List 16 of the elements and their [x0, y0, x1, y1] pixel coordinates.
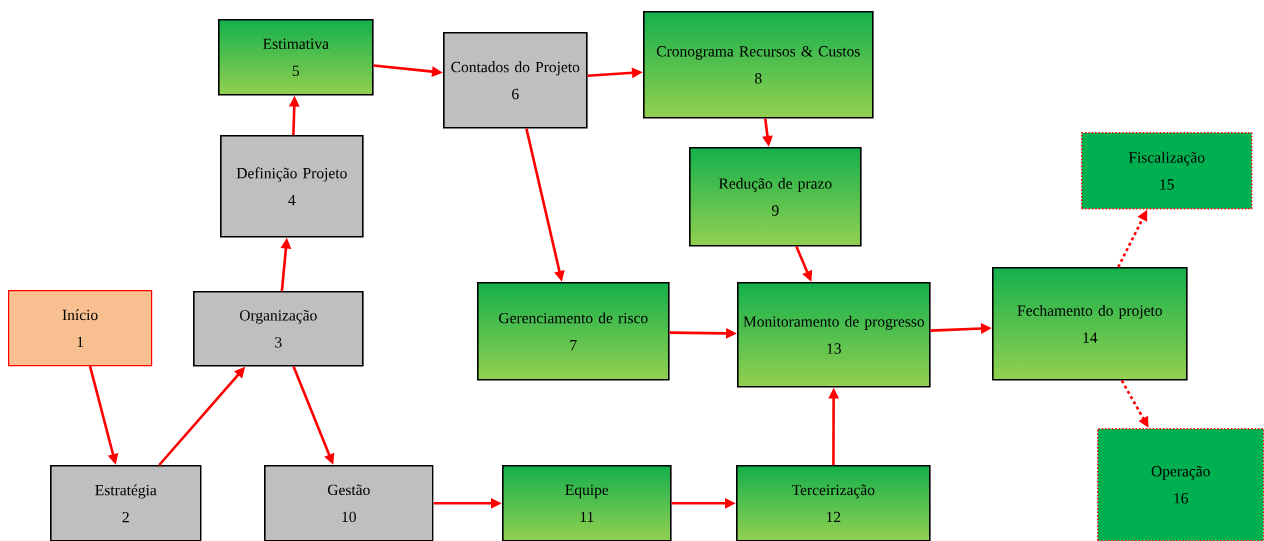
process-box: Redução de prazo 9: [689, 147, 862, 247]
process-box: Estimativa 5: [218, 19, 374, 96]
process-box: Definição Projeto 4: [220, 135, 364, 238]
process-box: Estratégia 2: [50, 465, 202, 541]
process-box: Operação 16: [1097, 428, 1264, 541]
process-box: Monitoramento de progresso 13: [737, 282, 931, 388]
process-box: Fechamento do projeto 14: [992, 267, 1188, 381]
process-box: Início 1: [8, 290, 153, 367]
process-box: Equipe 11: [502, 465, 672, 541]
process-box: Cronograma Recursos & Custos 8: [643, 11, 874, 119]
process-box: Gerenciamento de risco 7: [477, 282, 670, 381]
process-box: Gestão 10: [264, 465, 434, 541]
process-box: Organização 3: [193, 291, 364, 367]
process-box: Fiscalização 15: [1081, 132, 1253, 210]
process-box: Contados do Projeto 6: [443, 32, 588, 129]
process-box: Terceirização 12: [736, 465, 931, 541]
